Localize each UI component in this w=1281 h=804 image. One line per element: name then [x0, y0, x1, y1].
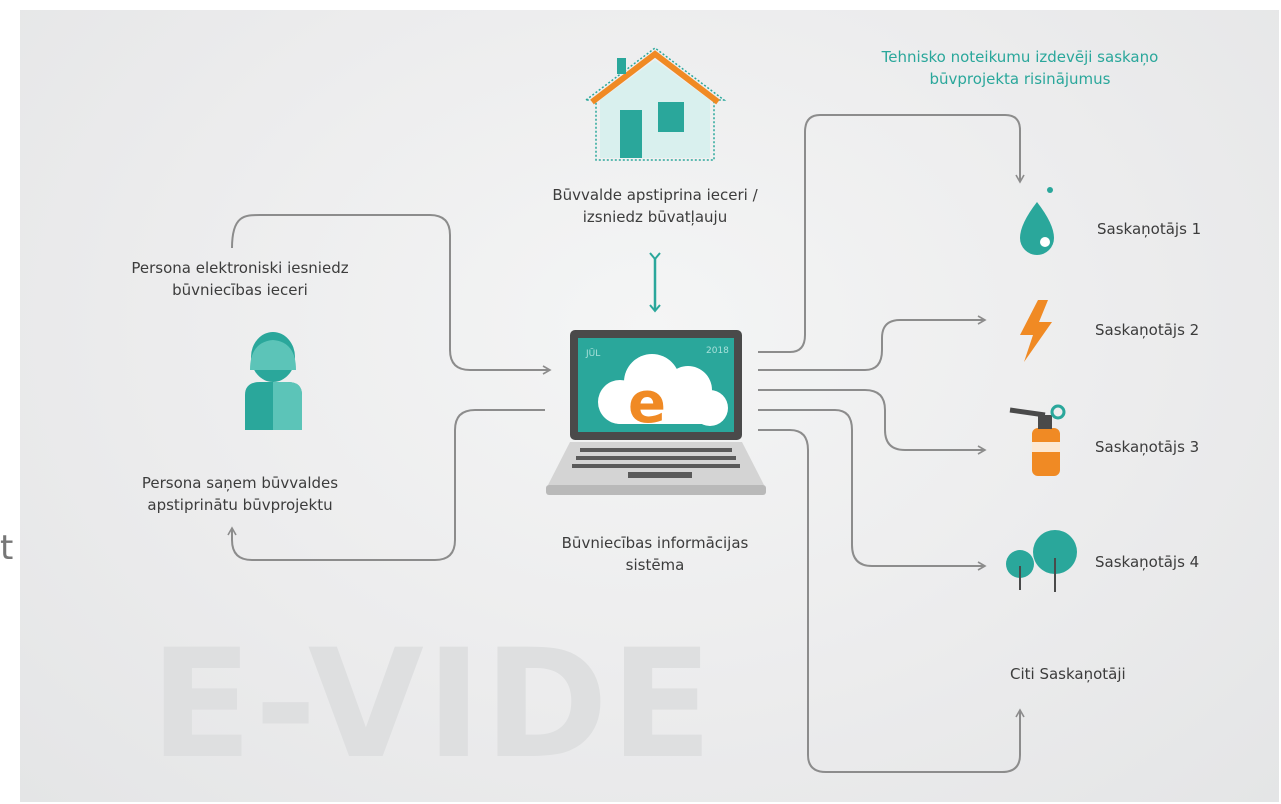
approver-4-label: Saskaņotājs 4 [1095, 553, 1200, 571]
watermark-text: E-VIDE [150, 618, 715, 792]
other-approvers-label: Citi Saskaņotāji [1010, 665, 1126, 683]
persona-submits-label: Persona elektroniski iesniedz būvniecība… [131, 259, 349, 299]
arrow-receive [227, 409, 545, 561]
arrow-approver2 [758, 315, 987, 371]
cloud-e-icon [598, 354, 728, 426]
bis-label: Būvniecības informācijas sistēma [561, 534, 749, 574]
person-icon [245, 332, 302, 430]
arrow-submit [231, 214, 552, 375]
approver-3-label: Saskaņotājs 3 [1095, 438, 1200, 456]
laptop-year: 2018 [706, 346, 729, 356]
approver-2-label: Saskaņotājs 2 [1095, 321, 1200, 339]
approver-1-label: Saskaņotājs 1 [1097, 220, 1202, 238]
edge-glyph: t [0, 528, 14, 568]
house-icon [583, 47, 727, 161]
trees-icon [1006, 530, 1077, 592]
approvers-header: Tehnisko noteikumu izdevēji saskaņo būvp… [881, 48, 1159, 88]
arrow-approver1 [758, 114, 1025, 353]
connector-arrows: JŪL 2018 e [227, 47, 1077, 773]
fire-extinguisher-icon [1009, 404, 1066, 476]
laptop-logo-letter: e [628, 371, 666, 436]
persona-receives-label: Persona saņem būvvaldes apstiprinātu būv… [141, 474, 339, 514]
arrow-other [758, 429, 1025, 773]
arrow-approver4 [758, 409, 987, 571]
buvvalde-label: Būvvalde apstiprina ieceri / izsniedz bū… [552, 186, 758, 226]
laptop-left-text: JŪL [585, 348, 600, 359]
water-drop-icon [1020, 187, 1054, 255]
arrow-approver3 [758, 389, 987, 455]
lightning-icon [1020, 300, 1052, 362]
diagram-canvas: E-VIDE [20, 10, 1279, 802]
